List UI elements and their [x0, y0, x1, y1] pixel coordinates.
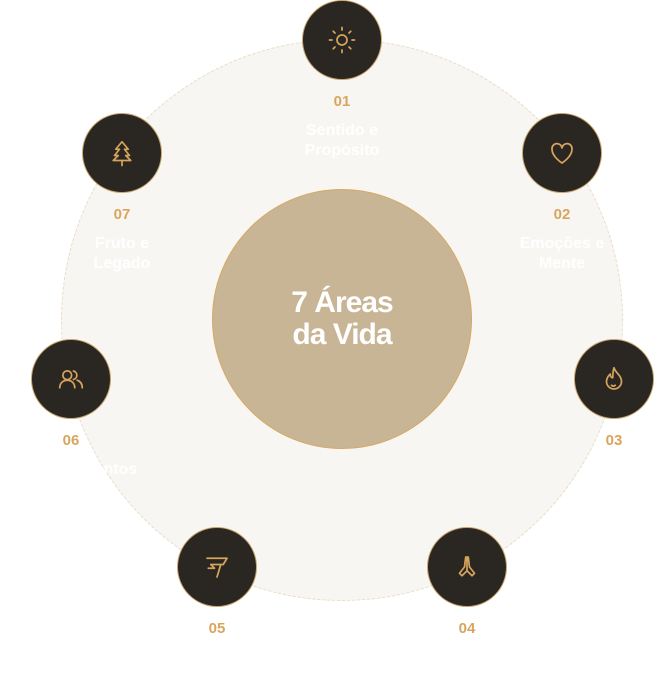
area-node-02[interactable]	[522, 113, 602, 193]
center-title: 7 Áreas da Vida	[291, 286, 393, 351]
praying-hands-icon	[458, 556, 476, 577]
area-node-04[interactable]	[427, 527, 507, 607]
area-number: 02	[553, 206, 571, 223]
flame-icon	[605, 366, 623, 390]
center-circle: 7 Áreas da Vida	[212, 189, 472, 449]
users-icon	[58, 370, 84, 389]
area-label: Espiritualidade	[409, 649, 525, 666]
area-label: Relacionamentos	[4, 461, 138, 478]
area-number: 06	[62, 432, 80, 449]
flag-icon	[206, 557, 228, 578]
tree-icon	[112, 140, 132, 167]
area-label: Saúde e Vitalidade	[576, 461, 652, 498]
area-node-06[interactable]	[31, 339, 111, 419]
area-number: 04	[458, 620, 476, 637]
area-number: 07	[113, 206, 131, 223]
sun-icon	[328, 26, 356, 54]
area-node-03[interactable]	[574, 339, 654, 419]
area-node-07[interactable]	[82, 113, 162, 193]
area-node-01[interactable]	[302, 0, 382, 80]
area-node-05[interactable]	[177, 527, 257, 607]
area-number: 01	[333, 93, 351, 110]
area-label: Carreira e Missão	[179, 649, 255, 686]
area-number: 05	[208, 620, 226, 637]
area-label: Emoções e Mente	[519, 235, 605, 272]
heart-icon	[551, 142, 573, 164]
area-label: Sentido e Propósito	[304, 122, 380, 159]
area-label: Fruto e Legado	[93, 235, 151, 272]
area-number: 03	[605, 432, 623, 449]
